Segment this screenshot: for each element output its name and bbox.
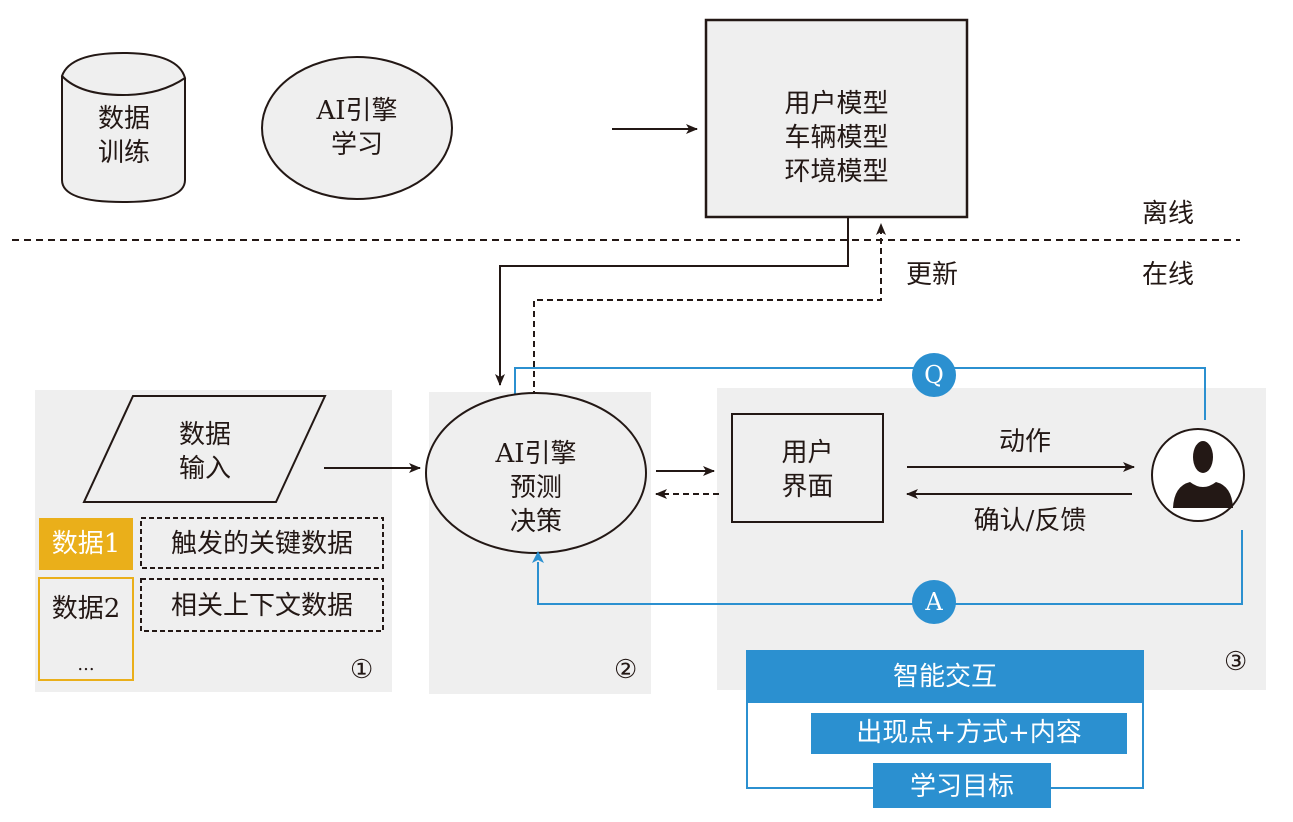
- action-label: 动作: [998, 427, 1051, 457]
- database-cylinder: [60, 51, 187, 204]
- smart-interaction-title: 智能交互: [892, 662, 997, 692]
- q-badge-label: Q: [924, 361, 944, 389]
- a-badge-label: A: [925, 588, 943, 616]
- arrow-update-to-models: [533, 223, 886, 397]
- update-label: 更新: [905, 260, 958, 290]
- data-ellipsis: ...: [77, 654, 95, 675]
- data2-box: [38, 577, 134, 681]
- parallelogram-data-input: [82, 395, 327, 503]
- trigger-data-box: [140, 517, 384, 569]
- panel3-number: ③: [1224, 647, 1248, 677]
- ai-learning-label: AI引擎 学习: [316, 96, 398, 160]
- context-data-label: 相关上下文数据: [170, 591, 353, 621]
- user-interface-label: 用户 界面: [781, 438, 834, 502]
- data1-label: 数据1: [51, 529, 121, 559]
- smart-interaction-header: [747, 651, 1143, 703]
- data-training-label: 数据 训练: [97, 104, 150, 168]
- ai-predict-label: AI引擎 预测 决策: [495, 439, 577, 537]
- ellipse-ai-learning: [261, 56, 453, 200]
- panel1-number: ①: [350, 655, 374, 685]
- data-input-label: 数据 输入: [178, 420, 231, 484]
- q-loop-line: [514, 367, 1206, 420]
- user-avatar-icon: [1151, 428, 1245, 522]
- data2-label: 数据2: [51, 594, 121, 624]
- q-badge-circle: [912, 353, 956, 397]
- data1-box: [39, 518, 133, 570]
- online-label: 在线: [1141, 260, 1194, 290]
- feedback-label: 确认/反馈: [973, 506, 1087, 536]
- models-box: [704, 18, 969, 219]
- content-bar: [811, 713, 1127, 754]
- trigger-data-label: 触发的关键数据: [170, 529, 353, 559]
- context-data-box: [140, 578, 384, 632]
- smart-interaction-goal: 学习目标: [909, 772, 1014, 802]
- goal-bar: [873, 763, 1051, 808]
- arrow-models-to-engine: [495, 217, 849, 386]
- panel2-number: ②: [614, 655, 638, 685]
- a-loop-line: [532, 530, 1243, 605]
- smart-interaction-content: 出现点+方式+内容: [856, 718, 1082, 748]
- offline-label: 离线: [1141, 199, 1194, 229]
- user-interface-box: [731, 413, 884, 523]
- a-badge-circle: [912, 580, 956, 624]
- models-label: 用户模型 车辆模型 环境模型: [784, 89, 889, 187]
